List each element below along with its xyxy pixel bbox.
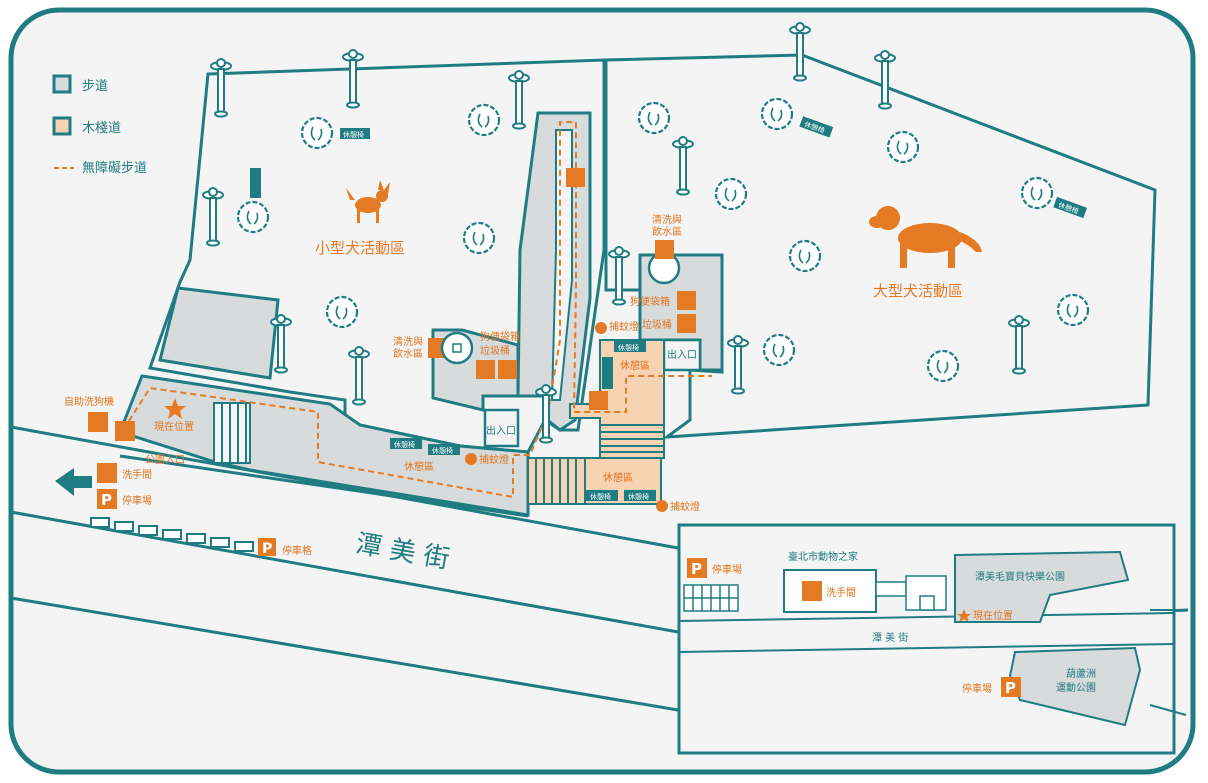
inset-parking2-label: 停車場 [962,682,992,695]
dog-bag-left-label: 狗便袋箱 [480,330,520,343]
bench-6: 休憩椅 [614,341,646,352]
legend-walkway-swatch [52,74,72,94]
svg-text:捕蚊燈: 捕蚊燈 [479,453,509,466]
inset-sports-park-shape [1008,646,1142,727]
inset-park-label: 潭美毛寶貝快樂公園 [975,570,1065,583]
gate-left [483,408,520,448]
arrow-left-icon [55,468,92,496]
star-icon [164,398,186,419]
svg-text:休憩椅: 休憩椅 [590,492,611,501]
bench-8 [250,168,261,198]
svg-text:P: P [691,560,702,578]
legend-walkway-label: 步道 [82,79,108,94]
svg-text:休憩椅: 休憩椅 [343,130,364,139]
parking-spaces [90,517,254,552]
svg-text:捕蚊燈: 捕蚊燈 [609,320,639,333]
bench-3: 休憩椅 [428,444,460,455]
restroom-icon [802,581,822,601]
bench-5: 休憩椅 [624,490,656,501]
legend: 步道 木棧道 無障礙步道 [52,74,147,176]
bench-1: 休憩椅 [340,128,370,139]
legend-boardwalk-label: 木棧道 [82,120,121,136]
rest-area-right-label: 休憩區 [620,359,650,372]
dog-bag-icon [476,360,495,379]
faucet-icon [655,240,674,259]
bench-4: 休憩椅 [586,490,618,501]
parking-icon [97,489,117,509]
entrance-right-label: 出入口 [667,348,697,361]
bench-7 [602,357,613,389]
small-dog-zone-label: 小型犬活動區 [315,239,405,257]
svg-text:捕蚊燈: 捕蚊燈 [670,500,700,513]
wheelchair-icon [589,391,608,410]
parking-label: 停車場 [122,494,152,507]
large-dog-zone-label: 大型犬活動區 [873,282,963,300]
inset-restroom-label: 洗手間 [826,586,856,599]
stairs-left [213,402,251,464]
star-icon [957,609,971,622]
legend-accessible-label: 無障礙步道 [82,161,147,176]
entrance-left-label: 出入口 [486,424,516,437]
rest-area-lower-label: 休憩區 [603,471,633,484]
restroom-label: 洗手間 [122,468,152,481]
inset-parking-label: 停車場 [712,563,742,576]
svg-text:休憩椅: 休憩椅 [394,440,415,449]
inset-current-location: 現在位置 [973,609,1013,622]
trash-right-label: 垃圾桶 [642,318,672,331]
self-wash-icon [88,412,108,432]
current-location-label: 現在位置 [154,420,194,433]
walkway-square [158,286,280,380]
wheelchair-icon [115,421,135,441]
wheelchair-icon [566,168,585,187]
legend-boardwalk-swatch [52,116,72,136]
svg-text:休憩椅: 休憩椅 [618,343,639,352]
accessible-path [117,121,712,499]
walkway-vertical-inner [550,129,573,401]
parking-icon [1001,677,1021,697]
dog-bag-icon [677,291,696,310]
svg-text:休憩椅: 休憩椅 [432,446,453,455]
inset-map: 潭 美 街 P 停車場 臺北市動物之家 洗手間 潭美毛寶貝快樂公園 現在位置 葫… [677,523,1187,755]
inset-park-shape [954,550,1130,623]
parking-icon [687,558,707,578]
parking-spaces-sign: P 停車格 [258,538,312,557]
mosquito-lamp-3: 捕蚊燈 [656,500,700,513]
trash-left-label: 垃圾桶 [480,344,510,357]
inset-street-label: 潭 美 街 [872,631,908,644]
parking-icon [258,538,276,556]
wash-water-right-label: 清洗與飲水區 [652,213,682,238]
mosquito-lamp-2: 捕蚊燈 [595,320,639,334]
inset-sports-park-label: 葫蘆洲運動公園 [1056,667,1096,694]
svg-text:休憩椅: 休憩椅 [628,492,649,501]
stairs-right [599,424,665,459]
trash-can-icon [677,314,696,333]
large-dog-icon [869,206,982,268]
park-entrance-label: 公園入口 [145,454,185,466]
chihuahua-icon [346,180,390,223]
trash-can-icon [498,360,517,379]
sidewalk-edge [119,454,529,518]
mosquito-lamp-1: 捕蚊燈 [465,453,509,466]
dog-bag-right-label: 狗便袋箱 [630,295,670,308]
rest-area-main-label: 休憩區 [404,460,434,473]
parking-spaces-label: 停車格 [282,544,312,557]
bench-2: 休憩椅 [390,438,422,449]
wash-water-left-label: 清洗與飲水區 [393,335,423,360]
svg-text:P: P [101,491,112,509]
water-basin-left [440,331,474,365]
svg-text:P: P [1005,679,1016,697]
road-edge-3 [10,596,679,712]
restroom-icon [97,463,117,483]
svg-text:P: P [262,541,272,557]
self-wash-label: 自助洗狗機 [64,395,114,408]
stairs-bottom [527,457,586,505]
inset-shelter-label: 臺北市動物之家 [788,550,858,563]
